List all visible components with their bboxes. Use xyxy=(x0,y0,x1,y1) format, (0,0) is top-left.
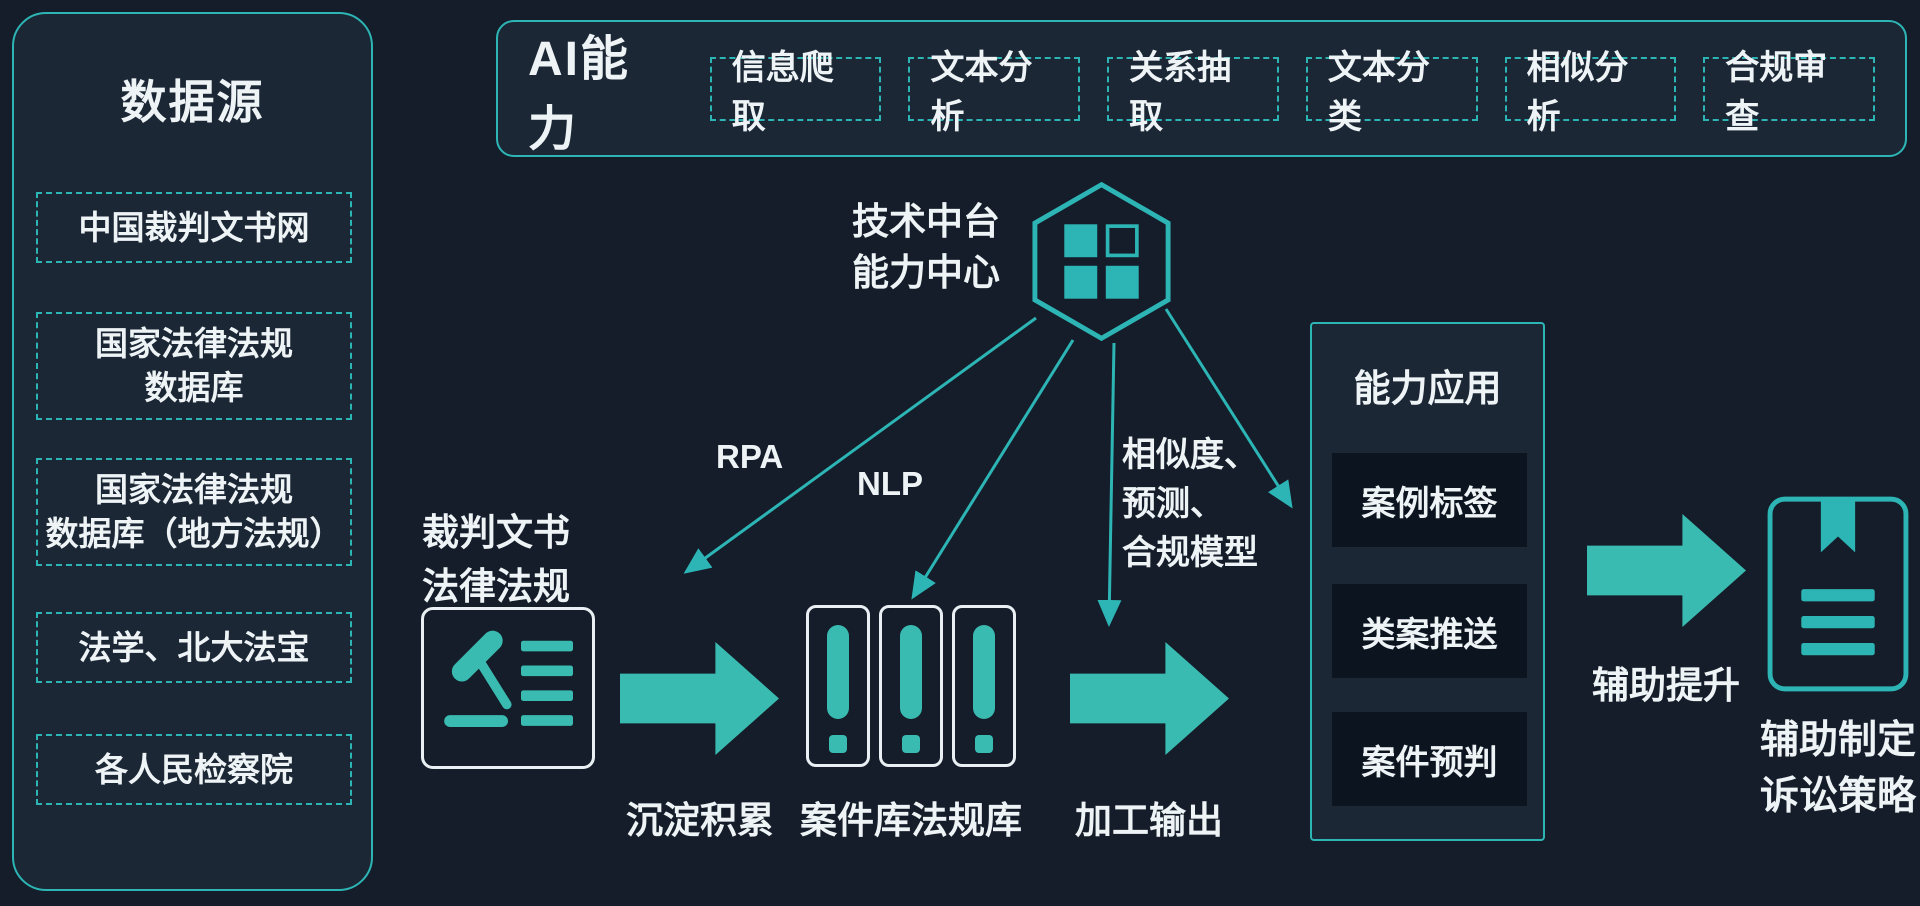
stage3-caption: 加工输出 xyxy=(1075,800,1223,841)
capability-app-title: 能力应用 xyxy=(1353,368,1502,409)
capability-app-item: 案件预判 xyxy=(1332,712,1527,806)
ai-capability-item: 关系抽取 xyxy=(1107,49,1279,136)
case-library-binder-icon xyxy=(879,605,943,767)
judgment-document-icon xyxy=(421,607,595,769)
capability-app-item: 案例标签 xyxy=(1332,453,1527,547)
arrow-to-capability-app xyxy=(1164,308,1293,509)
ai-capability-item: 文本分类 xyxy=(1305,49,1478,136)
ai-capability-item: 合规审查 xyxy=(1703,49,1875,136)
stage2-caption: 案件库法规库 xyxy=(800,800,1022,841)
arrow-model xyxy=(1097,342,1122,627)
ai-capability-item: 信息爬取 xyxy=(709,49,882,136)
ai-capability-panel: AI能力 信息爬取 文本分析 关系抽取 文本分类 相似分析 合规审查 xyxy=(496,20,1907,157)
data-source-item: 国家法律法规 数据库（地方法规） xyxy=(36,458,352,566)
judgment-docs-label: 裁判文书 法律法规 xyxy=(422,512,570,607)
model-label: 相似度、 预测、 合规模型 xyxy=(1122,436,1258,572)
stage4-caption: 辅助提升 xyxy=(1592,665,1740,706)
rpa-label: RPA xyxy=(716,438,784,475)
tech-center-hexagon-icon xyxy=(1032,181,1171,342)
data-source-item: 国家法律法规 数据库 xyxy=(36,312,352,420)
nlp-label: NLP xyxy=(857,465,923,502)
data-sources-panel: 数据源 中国裁判文书网 国家法律法规 数据库 国家法律法规 数据库（地方法规） … xyxy=(12,12,373,891)
result-label: 辅助制定 诉讼策略 xyxy=(1759,719,1916,818)
data-source-item: 中国裁判文书网 xyxy=(36,192,352,263)
strategy-document-icon xyxy=(1767,496,1909,692)
case-library-binder-icon xyxy=(952,605,1016,767)
stage1-caption: 沉淀积累 xyxy=(626,800,774,841)
ai-capability-item: 文本分析 xyxy=(908,49,1081,136)
data-sources-title: 数据源 xyxy=(120,76,265,128)
ai-capability-item: 相似分析 xyxy=(1504,49,1677,136)
capability-app-item: 类案推送 xyxy=(1332,584,1527,678)
arrow-rpa xyxy=(683,316,1037,574)
data-source-item: 各人民检察院 xyxy=(36,734,352,805)
case-library-binder-icon xyxy=(806,605,870,767)
capability-app-panel: 能力应用 案例标签 类案推送 案件预判 xyxy=(1310,322,1545,841)
data-source-item: 法学、北大法宝 xyxy=(36,612,352,683)
ai-panel-title: AI能力 xyxy=(528,32,631,156)
arrow-nlp xyxy=(911,339,1075,600)
tech-center-label: 技术中台 能力中心 xyxy=(852,201,1000,293)
